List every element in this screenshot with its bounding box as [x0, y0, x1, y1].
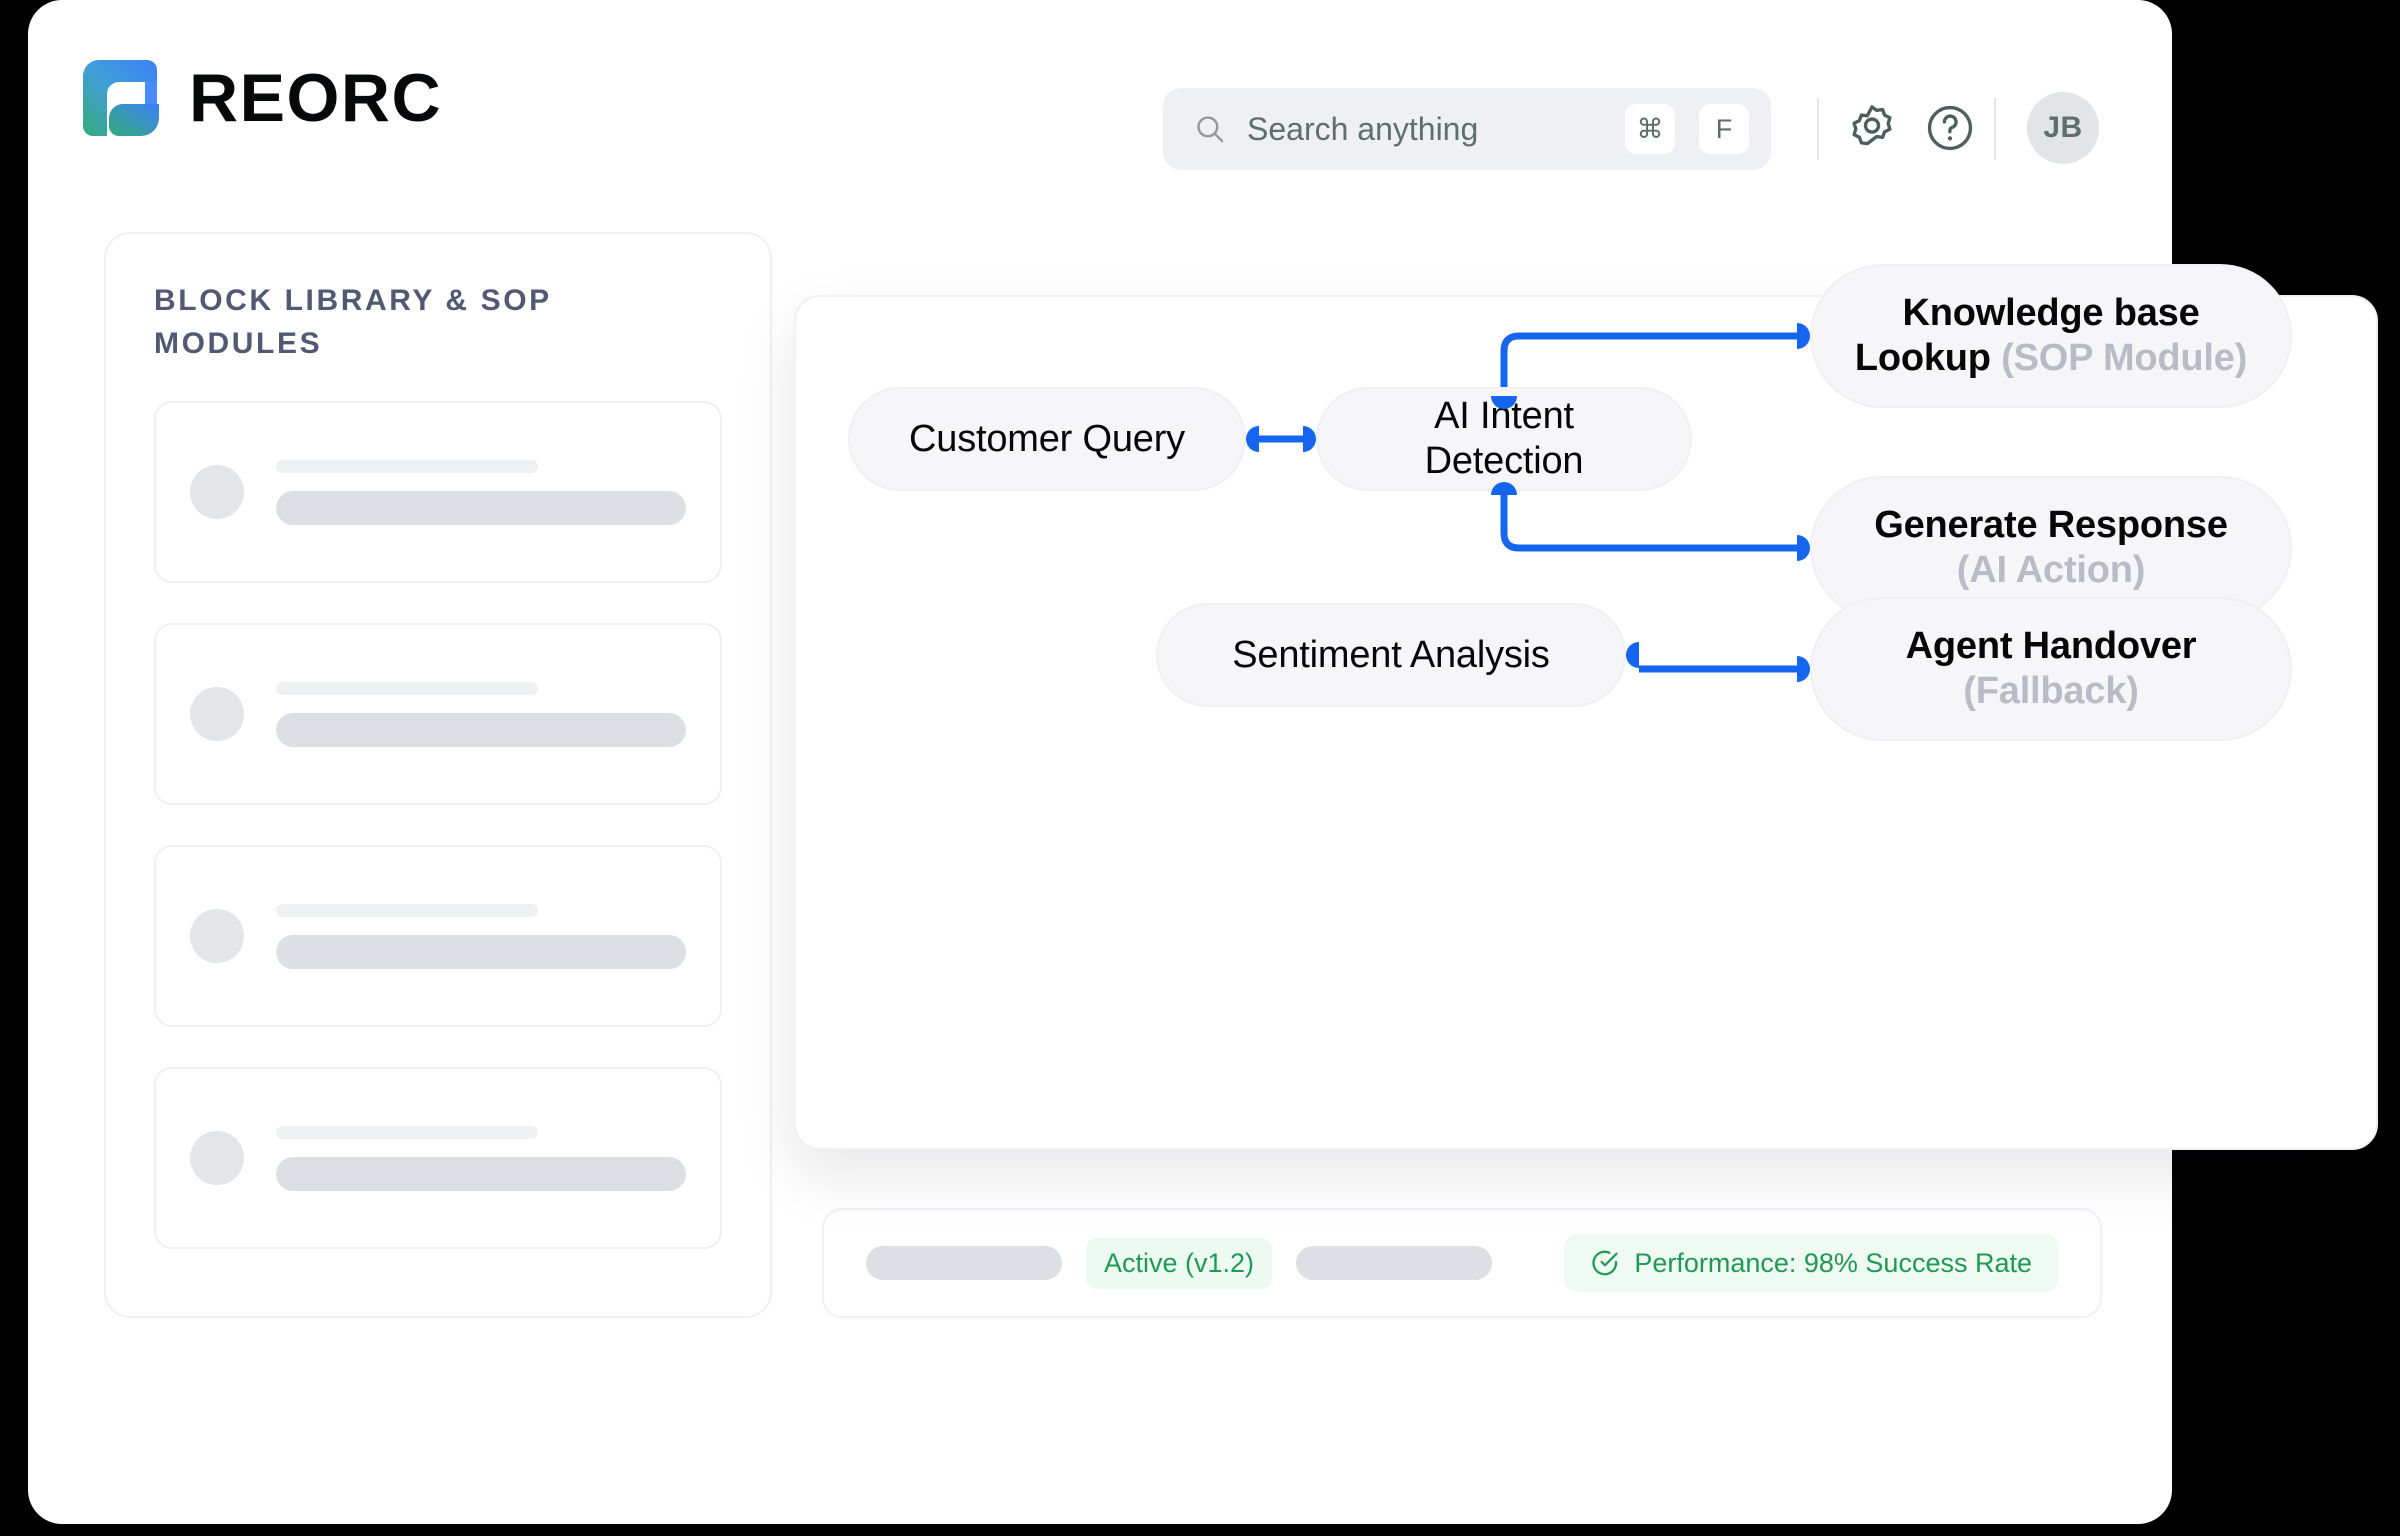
search-input[interactable]: Search anything	[1247, 111, 1479, 147]
skeleton-line-thin	[276, 903, 539, 917]
skeleton-line-thin	[276, 459, 539, 473]
panel-title: BLOCK LIBRARY & SOP MODULES	[154, 284, 552, 360]
block-library-item[interactable]	[154, 845, 722, 1028]
check-circle-icon	[1592, 1250, 1618, 1276]
reorc-logo-mark	[75, 52, 167, 144]
status-skeleton-right	[1296, 1246, 1493, 1280]
performance-badge: Performance: 98% Success Rate	[1564, 1234, 2058, 1292]
node-label-text: Knowledge base Lookup	[1854, 292, 2200, 379]
flow-node-knowledge-base-lookup[interactable]: Knowledge base Lookup (SOP Module)	[1810, 264, 2292, 408]
settings-button[interactable]	[1840, 96, 1904, 160]
flow-graph: Customer Query AI Intent Detection Knowl…	[796, 264, 2376, 1148]
block-library-item[interactable]	[154, 401, 722, 584]
node-sublabel-text: (Fallback)	[1963, 670, 2139, 712]
block-library-item[interactable]	[154, 623, 722, 806]
node-label-text: Customer Query	[909, 417, 1185, 460]
top-bar: REORC Search anything ⌘ F	[28, 0, 2172, 196]
search-bar[interactable]: Search anything ⌘ F	[1163, 88, 1771, 170]
block-icon-placeholder	[190, 1131, 244, 1186]
performance-text: Performance: 98% Success Rate	[1634, 1247, 2032, 1278]
search-icon	[1197, 116, 1224, 143]
node-label-text: Sentiment Analysis	[1232, 633, 1550, 676]
help-button[interactable]	[1918, 96, 1982, 160]
block-icon-placeholder	[190, 909, 244, 964]
block-icon-placeholder	[190, 465, 244, 520]
block-icon-placeholder	[190, 687, 244, 742]
skeleton-line-thick	[276, 1156, 686, 1191]
port-knowledge-base-in[interactable]	[1797, 323, 1810, 349]
block-text-placeholder	[276, 903, 686, 969]
workflow-canvas[interactable]: Customer Query AI Intent Detection Knowl…	[794, 264, 2378, 1150]
block-library-item[interactable]	[154, 1067, 722, 1250]
shortcut-key-f: F	[1699, 104, 1749, 154]
flow-node-customer-query[interactable]: Customer Query	[848, 387, 1246, 491]
node-label-text: AI Intent Detection	[1424, 395, 1584, 482]
skeleton-line-thin	[276, 681, 539, 695]
port-customer-query-out[interactable]	[1246, 426, 1259, 452]
node-label-text: Agent Handover	[1905, 625, 2197, 668]
skeleton-line-thick	[276, 934, 686, 969]
status-badge: Active (v1.2)	[1086, 1237, 1273, 1289]
flow-edges	[1259, 332, 1797, 673]
skeleton-line-thin	[276, 1125, 539, 1139]
port-sentiment-out[interactable]	[1626, 642, 1639, 668]
block-text-placeholder	[276, 459, 686, 525]
port-ai-intent-out-top[interactable]	[1491, 396, 1517, 409]
edge-ai-intent-to-knowledge-base	[1500, 332, 1797, 409]
block-library-panel: BLOCK LIBRARY & SOP MODULES	[104, 232, 772, 1318]
flow-node-sentiment-analysis[interactable]: Sentiment Analysis	[1156, 603, 1626, 707]
brand-name: REORC	[189, 60, 443, 136]
block-text-placeholder	[276, 681, 686, 747]
toolbar-divider-left	[1817, 98, 1819, 160]
brand[interactable]: REORC	[75, 52, 442, 144]
node-sublabel-text: (SOP Module)	[2001, 337, 2248, 379]
question-circle-icon	[1927, 105, 1973, 151]
node-sublabel-text: (AI Action)	[1956, 549, 2146, 591]
avatar-initials: JB	[2043, 111, 2083, 144]
status-bar: Active (v1.2) Performance: 98% Success R…	[822, 1208, 2102, 1318]
shortcut-key-cmd: ⌘	[1625, 104, 1675, 154]
port-agent-handover-in[interactable]	[1797, 656, 1810, 682]
port-generate-response-in[interactable]	[1797, 535, 1810, 561]
skeleton-line-thick	[276, 490, 686, 525]
flow-node-agent-handover[interactable]: Agent Handover (Fallback)	[1810, 597, 2292, 741]
port-ai-intent-out-bottom[interactable]	[1491, 482, 1517, 495]
gear-icon	[1852, 105, 1892, 146]
edge-ai-intent-to-generate-response	[1500, 469, 1797, 552]
flow-node-generate-response[interactable]: Generate Response (AI Action)	[1810, 476, 2292, 620]
port-ai-intent-in[interactable]	[1303, 426, 1316, 452]
avatar[interactable]: JB	[2027, 92, 2099, 164]
toolbar-divider-right	[1994, 98, 1996, 160]
block-text-placeholder	[276, 1125, 686, 1191]
node-label-text: Generate Response	[1874, 504, 2228, 547]
skeleton-line-thick	[276, 712, 686, 747]
status-skeleton-left	[866, 1246, 1062, 1280]
